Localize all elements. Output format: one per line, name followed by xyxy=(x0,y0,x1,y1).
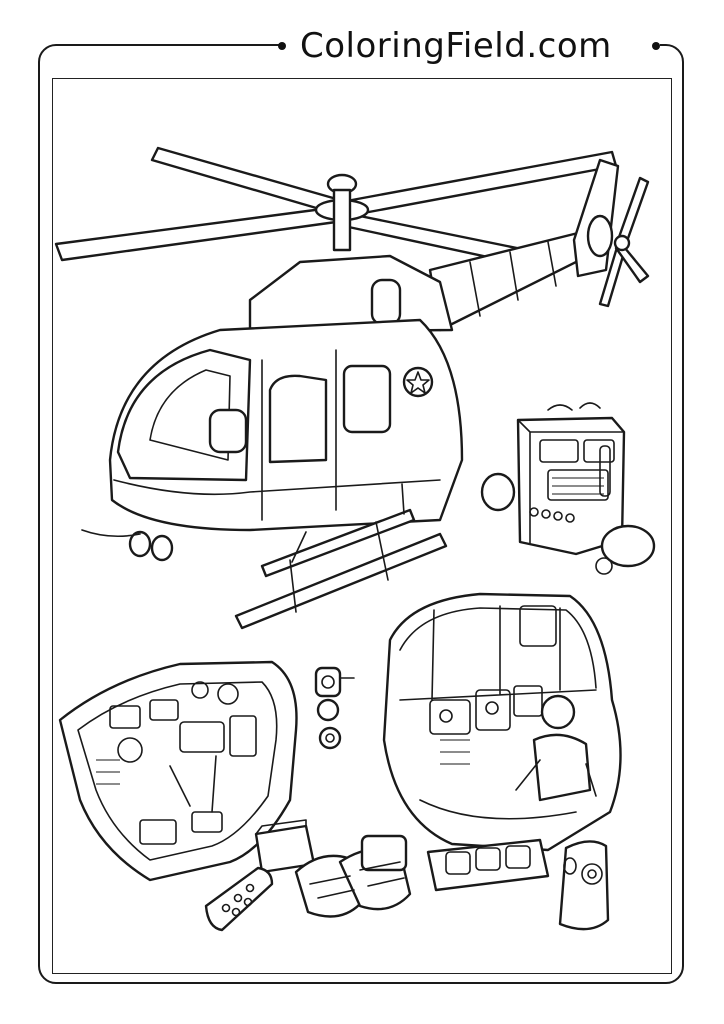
title-dot-right xyxy=(652,42,660,50)
title-backdrop xyxy=(280,30,660,62)
cockpit-with-pilot-icon xyxy=(382,592,622,852)
speaker-device-icon xyxy=(558,840,610,931)
site-title: ColoringField.com xyxy=(300,26,612,66)
title-dot-left xyxy=(278,42,286,50)
inner-frame xyxy=(52,78,672,974)
remote-control-icon xyxy=(204,866,274,932)
medical-equipment-cart-icon xyxy=(480,402,656,575)
cockpit-panel-left-icon xyxy=(58,660,298,882)
helicopter-icon xyxy=(54,146,650,630)
small-gadget-icon xyxy=(314,666,355,750)
binoculars-icon xyxy=(294,834,412,918)
control-tray-icon xyxy=(426,838,550,892)
